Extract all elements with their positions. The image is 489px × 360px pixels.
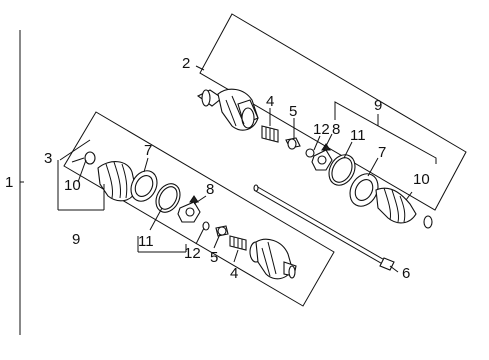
callout-11-right: 11: [350, 127, 366, 144]
housing-left: [130, 170, 158, 202]
callout-8-right: 8: [332, 121, 340, 138]
callout-8-left: 8: [206, 181, 214, 198]
callout-9-right: 9: [374, 97, 382, 114]
nut-lower: [215, 225, 229, 237]
callout-9-left: 9: [72, 231, 80, 248]
assembly-bracket: [19, 30, 24, 335]
boot-kit-bracket-right: [334, 101, 437, 164]
callout-labels: 1 2 3 4 5 6 7 8 9 10 11 12 10 9 7 8 11 1…: [5, 55, 430, 282]
outer-cv-joint-lower: [249, 238, 297, 280]
nut-upper: [285, 137, 301, 150]
tripod-left: [177, 195, 201, 223]
half-shaft: [253, 184, 395, 271]
housing-right: [349, 173, 379, 207]
clamp-small-right: [305, 148, 315, 158]
spline-shaft-lower: [229, 235, 247, 251]
callout-4-lower: 4: [230, 265, 238, 282]
callout-4-upper: 4: [266, 93, 274, 110]
callout-12-right: 12: [313, 121, 330, 138]
lower-axle-panel: [63, 111, 335, 307]
cv-boot-left: [97, 161, 137, 202]
outer-cv-joint-upper: [196, 88, 259, 131]
clamp-small-left: [202, 221, 210, 231]
tripod-right: [311, 143, 333, 171]
callout-5-lower: 5: [210, 249, 218, 266]
callout-1: 1: [5, 174, 13, 191]
callout-11-left: 11: [138, 233, 154, 250]
callout-7-left: 7: [144, 142, 152, 159]
upper-axle-panel: [199, 13, 467, 211]
retaining-ring-right: [328, 154, 356, 186]
cv-boot-right: [375, 187, 433, 229]
callout-6: 6: [402, 265, 410, 282]
callout-10-left: 10: [64, 177, 81, 194]
callout-2: 2: [182, 55, 190, 72]
spline-shaft-upper: [261, 125, 279, 143]
callout-3: 3: [44, 150, 52, 167]
cv-boot-clamp-left: [84, 151, 96, 165]
callout-12-left: 12: [184, 245, 201, 262]
callout-7-right: 7: [378, 144, 386, 161]
leader-lines: [57, 65, 413, 273]
retaining-ring-left: [155, 183, 181, 213]
callout-5-upper: 5: [289, 103, 297, 120]
callout-10-right: 10: [413, 171, 430, 188]
